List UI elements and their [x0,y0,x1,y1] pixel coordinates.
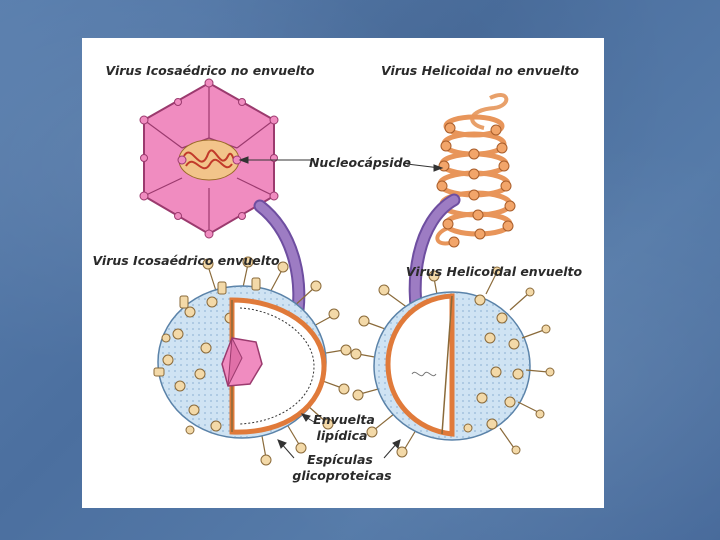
virus-structure-diagram: Virus Icosaédrico no envuelto Virus Heli… [92,63,583,483]
helical-enveloped-virus [350,266,555,458]
label-envelope-line2: lipídica [317,428,368,443]
label-nucleocapsid: Nucleocápside [309,155,411,170]
label-spikes-line2: glicoproteicas [292,468,391,483]
label-helical-enveloped: Virus Helicoidal envuelto [406,264,583,279]
label-icosahedral-naked: Virus Icosaédrico no envuelto [106,63,315,78]
helical-naked-virus [435,93,516,248]
label-envelope-line1: Envuelta [313,412,375,427]
label-icosahedral-enveloped: Virus Icosaédrico envuelto [92,253,280,268]
diagram-panel: Virus Icosaédrico no envuelto Virus Heli… [82,38,604,508]
icosahedral-enveloped-virus [153,256,352,466]
icosahedral-naked-virus [139,78,279,239]
label-spikes-line1: Espículas [307,452,373,467]
nucleocapsid-pointers [238,156,444,172]
label-helical-naked: Virus Helicoidal no envuelto [381,63,579,78]
envelope-and-spike-pointers [277,413,401,459]
